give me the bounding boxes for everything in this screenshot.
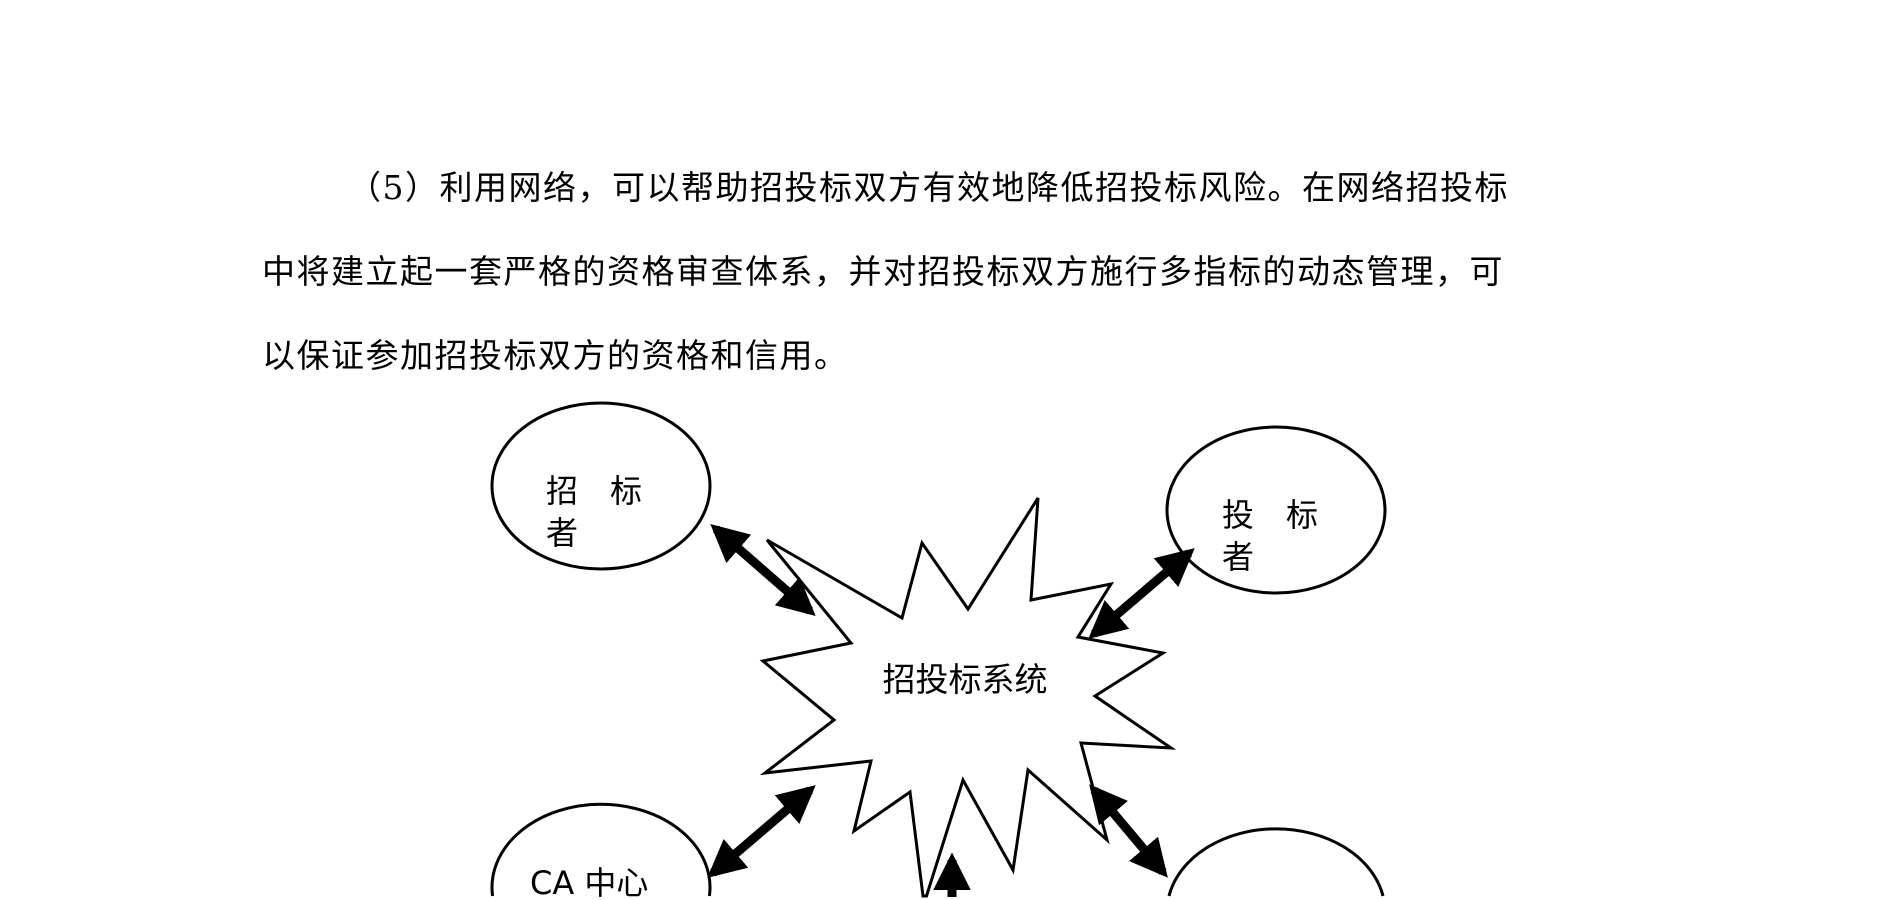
arrow-tenderer-system	[710, 524, 816, 616]
center-label: 招投标系统	[883, 660, 1048, 699]
body-paragraph: （5）利用网络，可以帮助招投标双方有效地降低招投标风险。在网络招投标 中将建立起…	[262, 146, 1622, 398]
arrow-bottom-right-system	[1089, 784, 1168, 878]
central-starburst	[759, 497, 1177, 898]
arrow-ca-system	[707, 785, 816, 878]
node-tenderer-label-1: 招 标	[546, 472, 642, 510]
paragraph-line: 中将建立起一套严格的资格审查体系，并对招投标双方施行多指标的动态管理，可	[262, 252, 1504, 291]
node-bidder: 投 标 者	[1165, 425, 1387, 595]
node-tenderer: 招 标 者	[490, 401, 712, 571]
node-bidder-label-1: 投 标	[1222, 496, 1318, 534]
node-ca-center-label: CA 中心	[530, 864, 648, 900]
node-tenderer-label-2: 者	[546, 514, 578, 552]
arrow-bidder-system	[1088, 548, 1195, 639]
paragraph-line: 以保证参加招投标双方的资格和信用。	[262, 336, 849, 375]
node-ca-center: CA 中心	[490, 802, 712, 900]
paragraph-line: （5）利用网络，可以帮助招投标双方有效地降低招投标风险。在网络招投标	[348, 168, 1509, 207]
node-bidder-label-2: 者	[1222, 538, 1254, 576]
node-bottom-right	[1167, 827, 1385, 897]
